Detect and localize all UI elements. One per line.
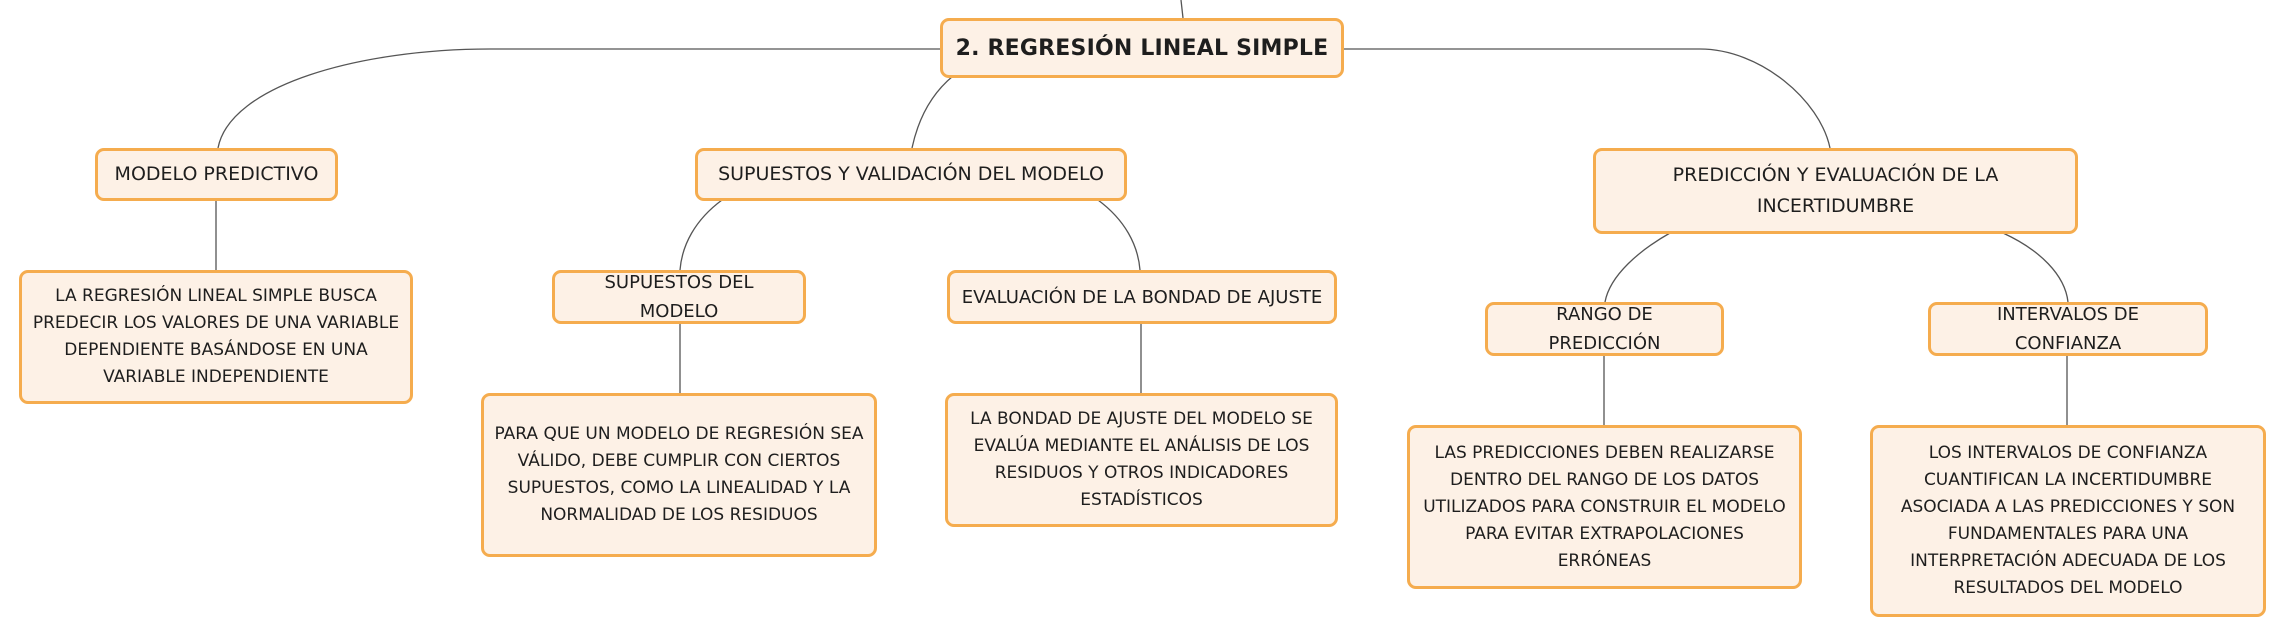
connector-root-to-modelo-predictivo [217,48,943,149]
connector-root-to-supuestos-validacion [911,75,954,149]
node-supuestos-validacion-label: SUPUESTOS Y VALIDACIÓN DEL MODELO [718,163,1104,185]
node-supuestos-modelo-description[interactable]: PARA QUE UN MODELO DE REGRESIÓN SEA VÁLI… [481,393,877,557]
node-prediccion-evaluacion[interactable]: PREDICCIÓN Y EVALUACIÓN DE LA INCERTIDUM… [1593,148,2078,234]
node-bondad-ajuste[interactable]: EVALUACIÓN DE LA BONDAD DE AJUSTE [947,270,1337,324]
node-rango-prediccion-label: RANGO DE PREDICCIÓN [1548,304,1661,354]
node-bondad-ajuste-description[interactable]: LA BONDAD DE AJUSTE DEL MODELO SE EVALÚA… [945,393,1338,527]
connector-incoming [1180,0,1184,19]
node-bondad-ajuste-label: EVALUACIÓN DE LA BONDAD DE AJUSTE [961,286,1323,308]
connector-root-to-prediccion [1343,48,1831,149]
node-intervalos-confianza-description-text: LOS INTERVALOS DE CONFIANZA CUANTIFICAN … [1900,443,2236,598]
connector-prediccion-to-rango [1604,232,1671,303]
connector-prediccion-to-intervalos [2002,232,2069,303]
node-intervalos-confianza-description[interactable]: LOS INTERVALOS DE CONFIANZA CUANTIFICAN … [1870,425,2266,617]
connector-supuestos-validacion-to-supuestos-modelo [679,199,723,271]
node-supuestos-modelo[interactable]: SUPUESTOS DEL MODELO [552,270,806,324]
node-modelo-predictivo[interactable]: MODELO PREDICTIVO [95,148,338,201]
node-modelo-predictivo-description-text: LA REGRESIÓN LINEAL SIMPLE BUSCA PREDECI… [32,286,400,387]
node-supuestos-modelo-description-text: PARA QUE UN MODELO DE REGRESIÓN SEA VÁLI… [494,424,864,525]
node-modelo-predictivo-label: MODELO PREDICTIVO [114,163,319,185]
root-node-label: 2. REGRESIÓN LINEAL SIMPLE [955,35,1329,61]
root-node[interactable]: 2. REGRESIÓN LINEAL SIMPLE [940,18,1344,78]
node-rango-prediccion-description[interactable]: LAS PREDICCIONES DEBEN REALIZARSE DENTRO… [1407,425,1802,589]
node-intervalos-confianza[interactable]: INTERVALOS DE CONFIANZA [1928,302,2208,356]
node-prediccion-evaluacion-label: PREDICCIÓN Y EVALUACIÓN DE LA INCERTIDUM… [1672,164,1999,217]
node-rango-prediccion[interactable]: RANGO DE PREDICCIÓN [1485,302,1724,356]
node-supuestos-modelo-label: SUPUESTOS DEL MODELO [604,272,754,322]
connector-supuestos-validacion-to-bondad [1097,199,1141,271]
node-rango-prediccion-description-text: LAS PREDICCIONES DEBEN REALIZARSE DENTRO… [1423,442,1786,571]
node-modelo-predictivo-description[interactable]: LA REGRESIÓN LINEAL SIMPLE BUSCA PREDECI… [19,270,413,404]
node-bondad-ajuste-description-text: LA BONDAD DE AJUSTE DEL MODELO SE EVALÚA… [970,409,1313,510]
node-supuestos-validacion[interactable]: SUPUESTOS Y VALIDACIÓN DEL MODELO [695,148,1127,201]
node-intervalos-confianza-label: INTERVALOS DE CONFIANZA [1996,304,2140,354]
